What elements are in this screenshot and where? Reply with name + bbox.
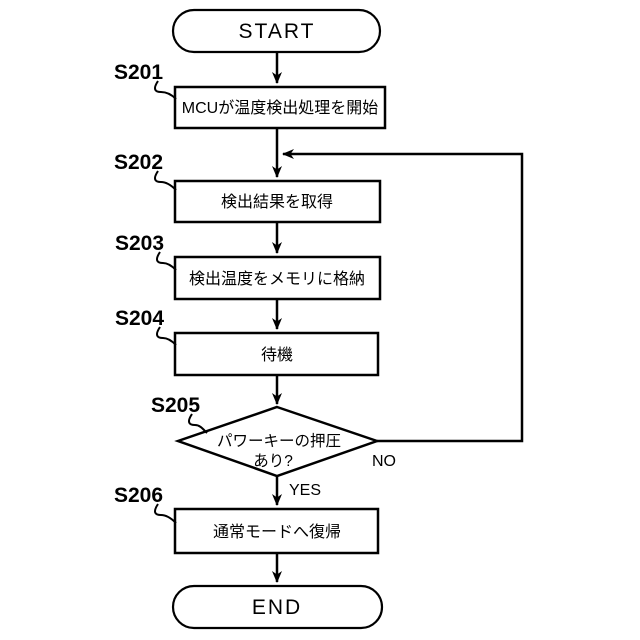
- start-terminator-shape: [171, 8, 382, 54]
- node-s205: パワーキーの押圧 あり? S205: [151, 394, 381, 478]
- s203-label: 検出温度をメモリに格納: [189, 270, 365, 288]
- s201-label: MCUが温度検出処理を開始: [182, 99, 378, 117]
- node-s201: MCUが温度検出処理を開始 S201: [114, 61, 387, 130]
- s205-label-line2: あり?: [253, 453, 293, 470]
- s202-leader-line: [154, 170, 177, 191]
- s205-step-label: S205: [151, 394, 200, 417]
- s206-step-label: S206: [114, 484, 163, 507]
- s206-process-shape: [173, 507, 380, 555]
- s204-leader-line: [156, 326, 177, 346]
- branch-label-no: NO: [372, 453, 396, 470]
- node-s202: 検出結果を取得 S202: [114, 151, 382, 224]
- s206-leader-line: [154, 503, 177, 524]
- s203-leader-line: [156, 251, 177, 271]
- s205-leader-line: [188, 413, 208, 434]
- s204-process-shape: [173, 331, 380, 377]
- s202-process-shape: [173, 179, 382, 224]
- node-end: END: [171, 584, 384, 630]
- s203-process-shape: [173, 255, 382, 301]
- s205-decision-shape: [174, 405, 381, 478]
- start-label: START: [239, 20, 316, 43]
- s202-label: 検出結果を取得: [221, 193, 333, 211]
- branch-label-yes: YES: [289, 482, 321, 499]
- s203-step-label: S203: [115, 232, 164, 255]
- node-start: START: [171, 8, 382, 54]
- end-label: END: [252, 596, 302, 619]
- s206-label: 通常モードへ復帰: [213, 523, 341, 541]
- s205-label-line1: パワーキーの押圧: [217, 432, 341, 450]
- node-s204: 待機 S204: [115, 307, 380, 377]
- connector-s205-no-loop: [282, 149, 524, 443]
- s201-process-shape: [173, 85, 387, 130]
- s201-leader-line: [154, 80, 177, 100]
- node-s206: 通常モードへ復帰 S206: [114, 484, 380, 555]
- s201-step-label: S201: [114, 61, 163, 84]
- end-terminator-shape: [171, 584, 384, 630]
- connectors: [272, 52, 524, 583]
- s204-step-label: S204: [115, 307, 164, 330]
- s204-label: 待機: [261, 346, 293, 364]
- s202-step-label: S202: [114, 151, 163, 174]
- node-s203: 検出温度をメモリに格納 S203: [115, 232, 382, 301]
